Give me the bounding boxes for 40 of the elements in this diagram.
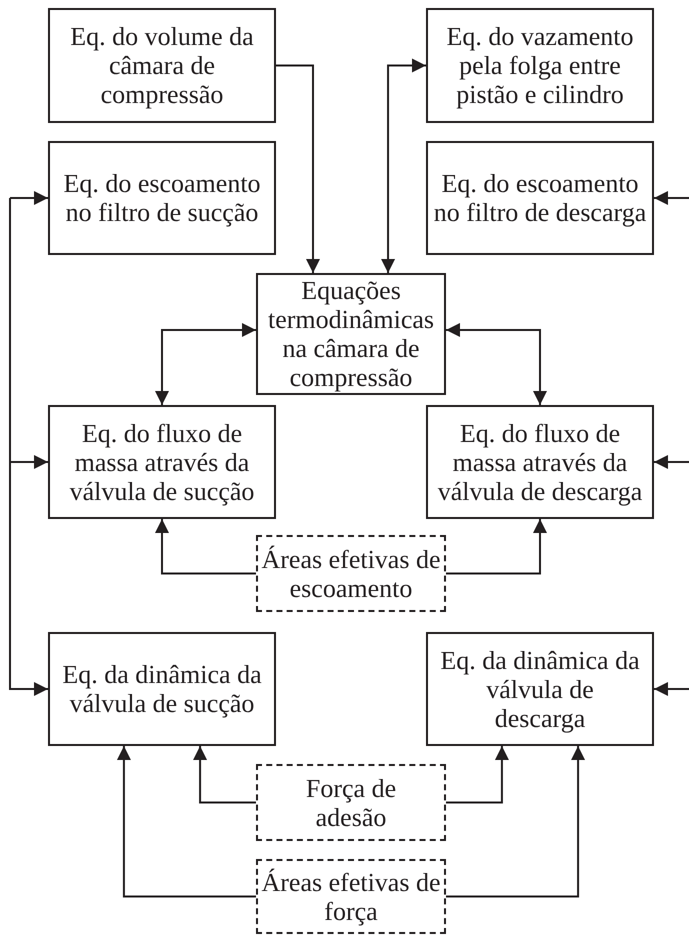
process-box [426,8,654,123]
box-label: Eq. da dinâmica da válvula de sucção [62,660,262,718]
arrow [116,746,256,898]
process-box [426,141,654,255]
process-box [48,8,276,123]
box-label: Eq. do vazamento pela folga entre pistão e cilindro [446,22,634,109]
box-label: Equações termodinâmicas na câmara de compressão [266,276,436,392]
arrow [155,519,256,574]
box-label: Eq. da dinâmica da válvula de descarga [440,646,640,732]
dashed-box [256,535,446,612]
box-label: Áreas efetivas de escoamento [261,544,441,602]
box-label: Força de adesão [304,774,398,832]
arrow [446,746,586,898]
arrow [654,455,689,469]
arrow [446,519,547,574]
arrow [9,198,48,696]
process-box [256,273,446,395]
dashed-box [256,764,446,841]
process-box [48,632,276,746]
process-box [48,141,276,255]
box-label: Eq. do fluxo de massa através da válvula de sucção [68,418,256,506]
arrow [446,322,547,405]
box-label: Eq. do escoamento no filtro de sucção [62,169,262,227]
arrow [446,746,509,804]
arrow [10,455,48,469]
box-label: Eq. do fluxo de massa através da válvula de descarga [436,418,644,506]
dashed-box [256,859,446,934]
box-label: Áreas efetivas de força [261,868,441,926]
arrow [381,58,426,273]
arrow [654,191,689,205]
arrow [10,191,48,205]
arrow [654,682,689,696]
arrow [276,64,320,273]
process-box [48,405,276,519]
process-box [426,405,654,519]
process-box [426,632,654,746]
arrow [193,746,256,804]
arrow [155,322,256,405]
box-label: Eq. do volume da câmara de compressão [70,22,254,109]
box-label: Eq. do escoamento no filtro de descarga [432,169,648,227]
